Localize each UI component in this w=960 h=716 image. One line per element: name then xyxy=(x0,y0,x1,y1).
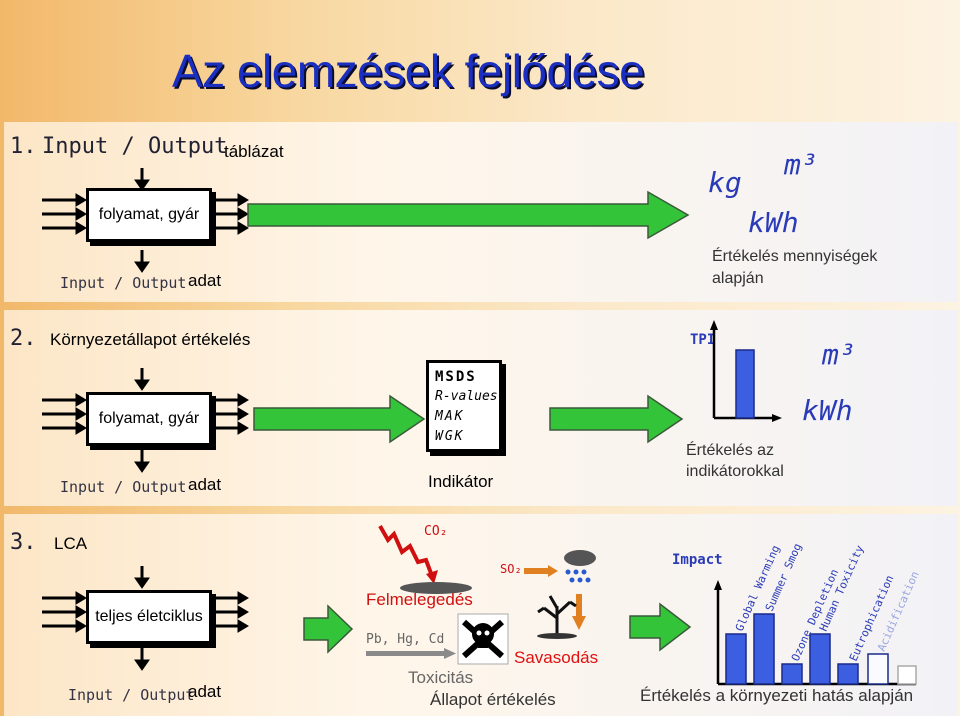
acid-down-arrow xyxy=(572,594,586,630)
green-arrow-2a xyxy=(253,394,426,444)
impact-label: Impact xyxy=(672,552,723,568)
section-1-panel: 1. Input / Output táblázat folyamat, gyá… xyxy=(4,122,958,302)
process-box-3: teljes életciklus xyxy=(86,590,212,644)
impact-bar-4 xyxy=(809,633,831,685)
process-io-arrows-2 xyxy=(42,368,249,473)
section-2-number: 2. xyxy=(10,326,37,351)
unit-m3-1: m³ xyxy=(784,148,818,181)
metals-label: Pb, Hg, Cd xyxy=(366,632,445,647)
section-2-panel: 2. Környezetállapot értékelés folyamat, … xyxy=(4,310,958,506)
io-label-2: Input / Output xyxy=(60,478,187,496)
section-2-heading: Környezetállapot értékelés xyxy=(50,330,251,349)
result-2: Értékelés az indikátorokkal xyxy=(686,442,784,480)
process-box-1: folyamat, gyár xyxy=(86,188,212,242)
indicator-msds: MSDS xyxy=(435,369,477,385)
impact-bar-1 xyxy=(725,633,747,685)
io-label-3: Input / Output xyxy=(68,686,195,704)
skull-icon xyxy=(457,613,509,665)
green-arrow-3a xyxy=(303,604,354,654)
section-1-heading: Input / Output xyxy=(42,134,228,159)
impact-bar-7 xyxy=(897,665,917,685)
io-suffix-3: adat xyxy=(188,682,222,701)
tpi-label: TPI xyxy=(690,332,716,348)
io-suffix-2: adat xyxy=(188,475,222,494)
indicator-box: MSDS R-values MAK WGK xyxy=(426,360,502,452)
tpi-chart xyxy=(710,320,782,422)
section-3-number: 3. xyxy=(10,530,37,555)
co2-label: CO₂ xyxy=(424,524,448,539)
section-1-number: 1. xyxy=(10,134,37,159)
process-io-arrows-1 xyxy=(42,168,249,273)
green-arrow-2b xyxy=(549,394,684,444)
state-label: Állapot értékelés xyxy=(430,690,556,709)
green-arrow-3b xyxy=(629,602,692,652)
indicator-wgk: WGK xyxy=(435,429,465,444)
unit-m3-2: m³ xyxy=(822,338,856,371)
impact-bar-2 xyxy=(753,613,775,685)
metals-arrow xyxy=(366,648,456,659)
effect-acid: Savasodás xyxy=(514,648,599,667)
section-3-panel: 3. LCA teljes életciklus Input / Output … xyxy=(4,514,958,716)
unit-kwh-1: kWh xyxy=(748,206,799,239)
section-1-heading-suffix: táblázat xyxy=(224,142,284,161)
unit-kg-1: kg xyxy=(708,166,742,199)
result-3: Értékelés a környezeti hatás alapján xyxy=(640,686,914,705)
impact-bar-5 xyxy=(837,663,859,685)
process-io-arrows-3 xyxy=(42,566,249,671)
process-box-2: folyamat, gyár xyxy=(86,392,212,446)
dead-tree-icon xyxy=(537,595,577,639)
indicator-label: Indikátor xyxy=(428,472,494,491)
impact-chart: Global Warming Summer Smog Ozone Depleti… xyxy=(714,541,922,686)
result-1: Értékelés mennyiségek alapján xyxy=(712,248,878,287)
indicator-rvalues: R-values xyxy=(435,389,498,404)
io-suffix-1: adat xyxy=(188,271,222,290)
co2-warming-graphic xyxy=(378,525,472,594)
impact-bar-6 xyxy=(867,653,889,685)
impact-bar-3 xyxy=(781,663,803,685)
tpi-bar xyxy=(735,349,755,419)
io-label-1: Input / Output xyxy=(60,274,187,292)
indicator-mak: MAK xyxy=(435,409,465,424)
effect-warming: Felmelegedés xyxy=(366,590,473,609)
green-arrow-1 xyxy=(247,190,690,240)
so2-label: SO₂ xyxy=(500,562,522,576)
section-3-heading: LCA xyxy=(54,534,88,553)
rain-cloud-icon xyxy=(564,550,596,583)
so2-arrow xyxy=(524,565,558,577)
unit-kwh-2: kWh xyxy=(802,394,853,427)
effect-tox: Toxicitás xyxy=(408,668,474,687)
page-title: Az elemzések fejlődése xyxy=(172,45,645,97)
